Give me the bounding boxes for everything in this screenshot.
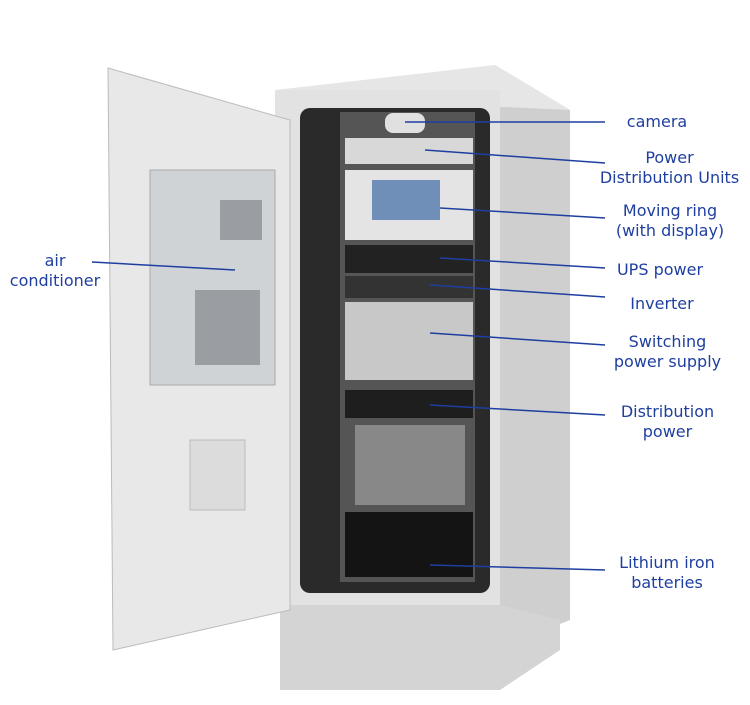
- label-line: batteries: [631, 573, 703, 592]
- label-line: Moving ring: [622, 201, 718, 220]
- label-line: power: [642, 422, 693, 441]
- label-inverter: Inverter: [630, 294, 694, 313]
- display-screen: [372, 180, 440, 220]
- label-line: Lithium iron: [619, 553, 715, 572]
- label-line: Distribution: [620, 402, 715, 421]
- empty-bay: [355, 425, 465, 505]
- cabinet-side: [495, 65, 570, 650]
- door-pocket: [189, 439, 246, 511]
- ac-vent-bottom: [195, 290, 260, 365]
- label-line: power supply: [613, 352, 722, 371]
- cabinet-base: [280, 605, 560, 690]
- leader-lithium: [429, 564, 606, 571]
- label-line: Power: [645, 148, 694, 167]
- leader-air: [91, 261, 236, 271]
- label-camera: camera: [626, 112, 688, 131]
- battery-unit: [345, 512, 473, 577]
- leader-pdu: [424, 149, 606, 164]
- inverter-unit: [345, 276, 473, 298]
- label-moving-ring: Moving ring(with display): [605, 201, 735, 241]
- leader-lines: [91, 121, 606, 571]
- label-line: Distribution Units: [599, 168, 740, 187]
- label-line: air: [44, 251, 66, 270]
- camera-unit: [385, 113, 425, 133]
- distribution-unit: [345, 390, 473, 418]
- label-line: conditioner: [9, 271, 101, 290]
- pdu-unit: [345, 138, 473, 164]
- leader-inverter: [429, 284, 606, 298]
- leader-distribution: [429, 404, 606, 416]
- label-ups: UPS power: [616, 260, 704, 279]
- label-line: Switching: [628, 332, 707, 351]
- label-line: (with display): [615, 221, 725, 240]
- leader-switching: [429, 332, 606, 346]
- ac-vent-top: [220, 200, 262, 240]
- leader-moving-ring: [439, 207, 606, 219]
- switching-unit: [345, 302, 473, 380]
- leader-ups: [439, 257, 606, 269]
